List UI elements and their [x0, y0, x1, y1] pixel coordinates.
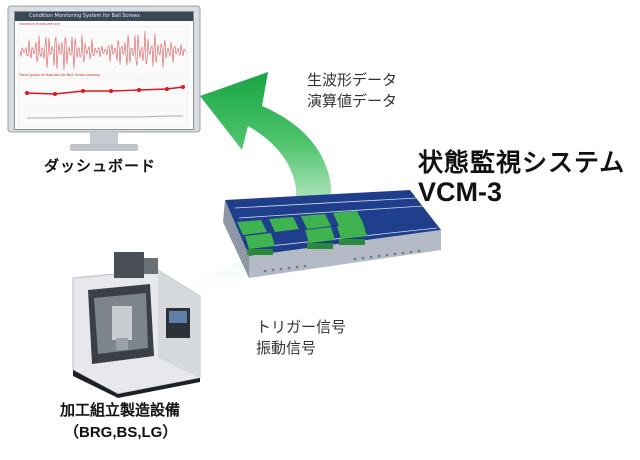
vcm3-device [223, 190, 441, 278]
dashboard-window-title: Condition Monitoring System for Ball Scr… [15, 12, 193, 21]
machine-name: 加工組立製造設備 [60, 401, 181, 419]
trigger-signal-label: トリガー信号 [256, 318, 347, 336]
system-model: VCM-3 [418, 177, 503, 207]
trend-panel-label: Trend graph of features for Ball Screw b… [19, 73, 100, 77]
system-name: 状態監視システム [418, 148, 626, 177]
machine-tool [72, 252, 201, 398]
vibration-waveform [17, 25, 189, 128]
dashboard-screen: Condition Monitoring System for Ball Scr… [14, 11, 194, 130]
calculated-value-data-label: 演算値データ [307, 92, 398, 110]
vibration-signal-label: 振動信号 [256, 339, 317, 357]
vibration-panel-label: Vibration measurement [19, 22, 61, 26]
raw-waveform-data-label: 生波形データ [307, 71, 398, 89]
dashboard-label: ダッシュボード [44, 157, 157, 175]
dashboard-monitor: Condition Monitoring System for Ball Scr… [6, 4, 202, 154]
machine-subtitle: （BRG,BS,LG） [64, 424, 178, 441]
